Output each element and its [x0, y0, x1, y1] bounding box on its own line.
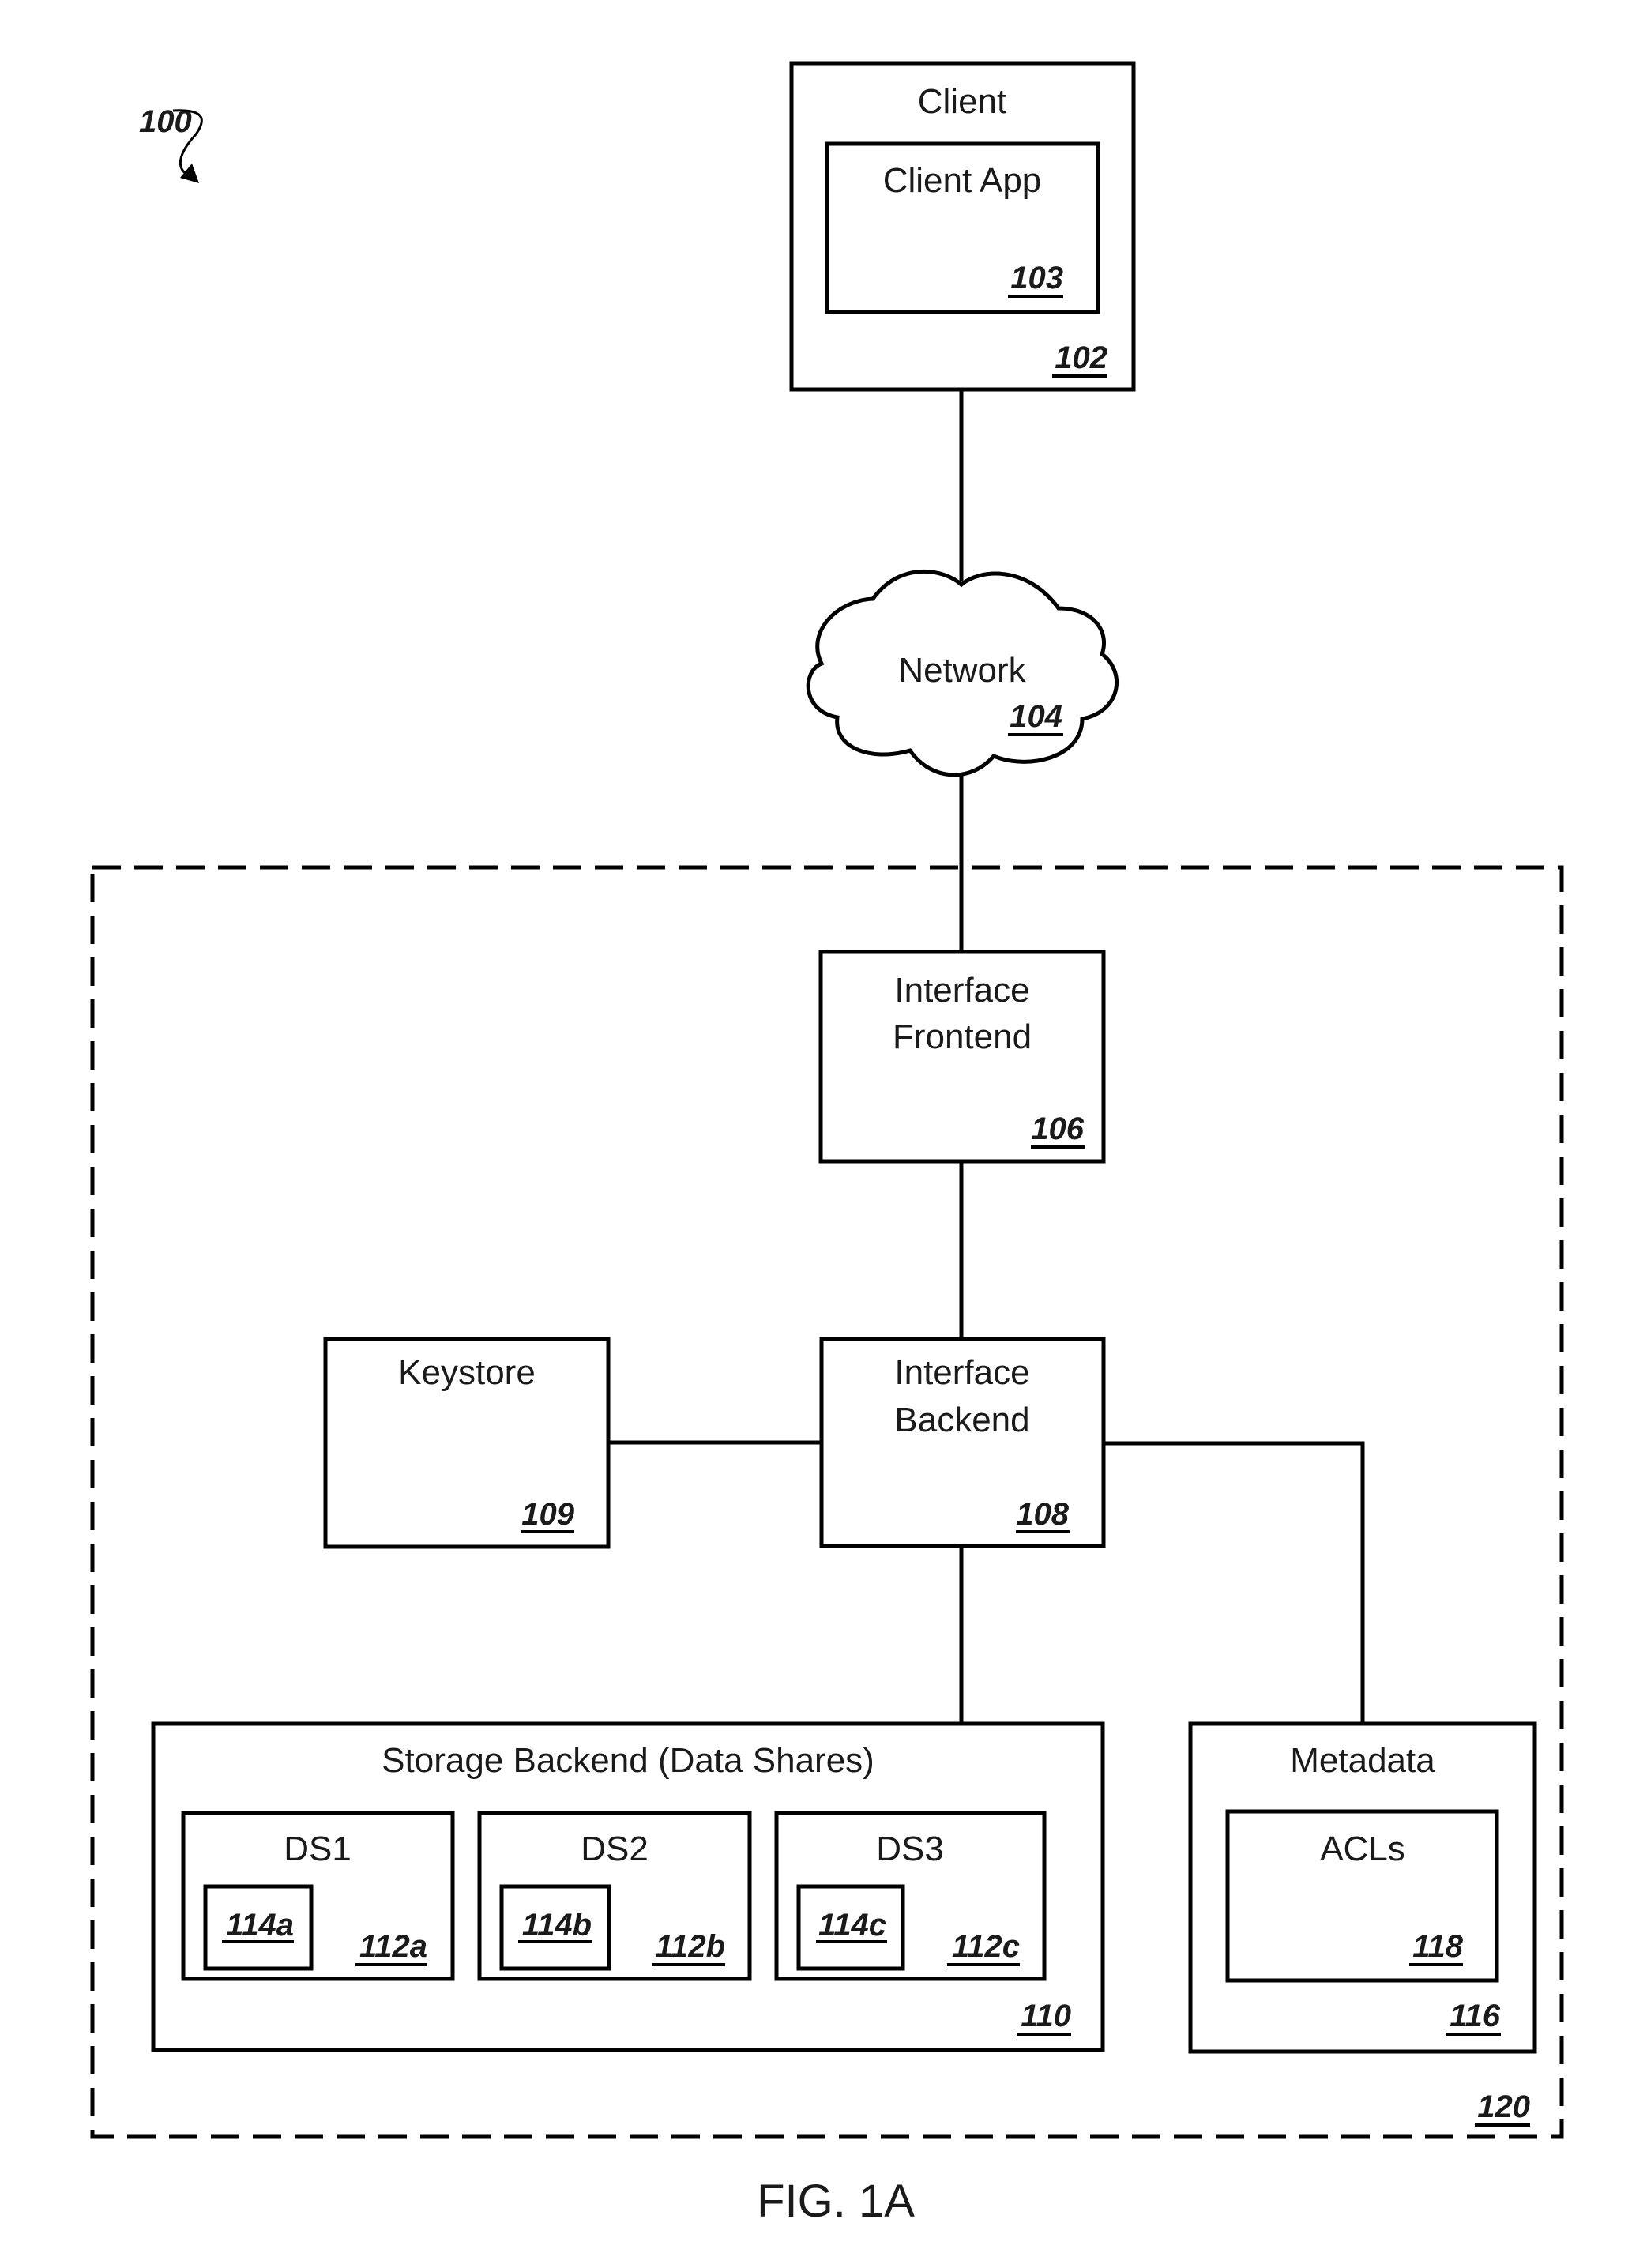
data-share-ds3[interactable]: DS3 114c 112c: [776, 1813, 1044, 1979]
interface-frontend-node[interactable]: Interface Frontend 106: [821, 952, 1104, 1161]
keystore-title: Keystore: [398, 1353, 536, 1392]
acls-ref: 118: [1412, 1929, 1464, 1964]
ds1-inner-ref: 114a: [226, 1908, 294, 1943]
interface-frontend-ref: 106: [1031, 1111, 1084, 1146]
interface-backend-line2: Backend: [894, 1401, 1029, 1439]
metadata-ref: 116: [1450, 1999, 1501, 2033]
ds3-ref: 112c: [952, 1929, 1020, 1964]
network-title: Network: [898, 651, 1026, 690]
keystore-node[interactable]: Keystore 109: [325, 1339, 608, 1547]
metadata-node[interactable]: Metadata ACLs 118 116: [1190, 1724, 1535, 2052]
interface-frontend-line2: Frontend: [893, 1017, 1032, 1056]
interface-frontend-line1: Interface: [894, 971, 1029, 1010]
metadata-title: Metadata: [1290, 1741, 1435, 1780]
client-title: Client: [918, 82, 1007, 121]
keystore-ref: 109: [521, 1497, 574, 1532]
client-ref: 102: [1055, 340, 1107, 375]
data-share-ds2[interactable]: DS2 114b 112b: [479, 1813, 750, 1979]
ds1-title: DS1: [284, 1830, 352, 1868]
interface-backend-node[interactable]: Interface Backend 108: [822, 1339, 1104, 1546]
figure-caption: FIG. 1A: [757, 2176, 915, 2227]
ds3-title: DS3: [876, 1830, 944, 1868]
system-ref: 120: [1477, 2089, 1530, 2124]
figure-ref-100: 100: [139, 104, 201, 183]
ds2-ref: 112b: [656, 1929, 725, 1964]
interface-backend-ref: 108: [1016, 1497, 1069, 1532]
data-share-ds1[interactable]: DS1 114a 112a: [183, 1813, 453, 1979]
ds1-ref: 112a: [359, 1929, 427, 1964]
client-app-title: Client App: [883, 161, 1042, 200]
client-app-ref: 103: [1010, 261, 1063, 295]
client-node[interactable]: Client Client App 103 102: [792, 63, 1134, 389]
arrowhead-icon: [180, 164, 199, 183]
storage-backend-node[interactable]: Storage Backend (Data Shares) 110 DS1 11…: [153, 1724, 1103, 2050]
storage-backend-ref: 110: [1021, 1999, 1071, 2033]
network-ref: 104: [1010, 699, 1062, 734]
interface-backend-line1: Interface: [894, 1353, 1029, 1392]
ds2-title: DS2: [581, 1830, 649, 1868]
ds2-inner-ref: 114b: [522, 1908, 592, 1943]
storage-backend-title: Storage Backend (Data Shares): [382, 1741, 874, 1780]
wire-backend-metadata: [1104, 1443, 1363, 1724]
ds3-inner-ref: 114c: [818, 1908, 886, 1943]
acls-title: ACLs: [1320, 1830, 1405, 1868]
network-node[interactable]: Network 104: [808, 571, 1116, 775]
